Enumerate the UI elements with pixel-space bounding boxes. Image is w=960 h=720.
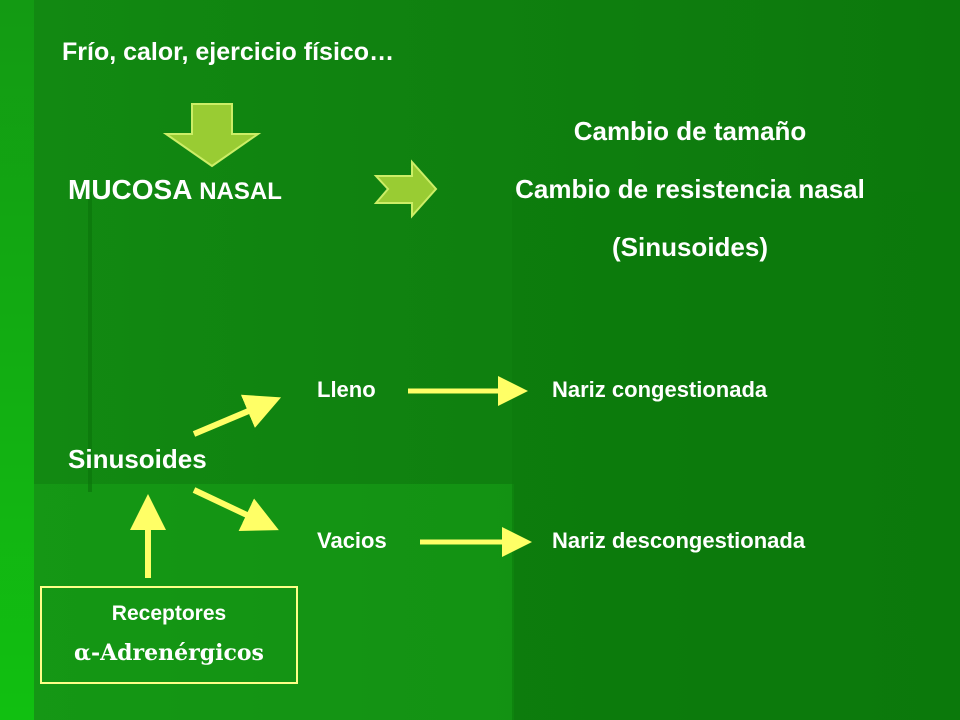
receptores-box: Receptores α-Adrenérgicos <box>40 586 298 684</box>
bg-vertical-line <box>88 192 92 492</box>
line-arrow-icon <box>192 487 279 532</box>
nariz-descongestionada-label: Nariz descongestionada <box>552 528 806 553</box>
adrenergicos-label: α-Adrenérgicos <box>74 640 264 666</box>
down-arrow-icon <box>162 103 262 168</box>
mucosa-label: MUCOSA <box>68 174 192 205</box>
mucosa-nasal-label: MUCOSA NASAL <box>68 174 282 206</box>
sinusoides-label: Sinusoides <box>68 444 207 474</box>
effect-size: Cambio de tamaño <box>573 116 807 146</box>
nariz-congestionada-label: Nariz congestionada <box>552 377 768 402</box>
line-arrow-icon <box>192 394 282 437</box>
bg-left-strip <box>0 0 34 720</box>
slide-title: Frío, calor, ejercicio físico… <box>62 38 395 66</box>
effect-sinusoides: (Sinusoides) <box>611 232 768 262</box>
receptores-label: Receptores <box>111 602 227 625</box>
effects-block: Cambio de tamaño Cambio de resistencia n… <box>440 112 940 286</box>
vacios-label: Vacios <box>317 528 387 553</box>
lleno-label: Lleno <box>317 377 376 402</box>
nasal-label: NASAL <box>199 178 282 205</box>
right-arrow-icon <box>373 159 438 219</box>
effect-resistance: Cambio de resistencia nasal <box>515 174 865 204</box>
bg-right-panel <box>512 192 960 720</box>
